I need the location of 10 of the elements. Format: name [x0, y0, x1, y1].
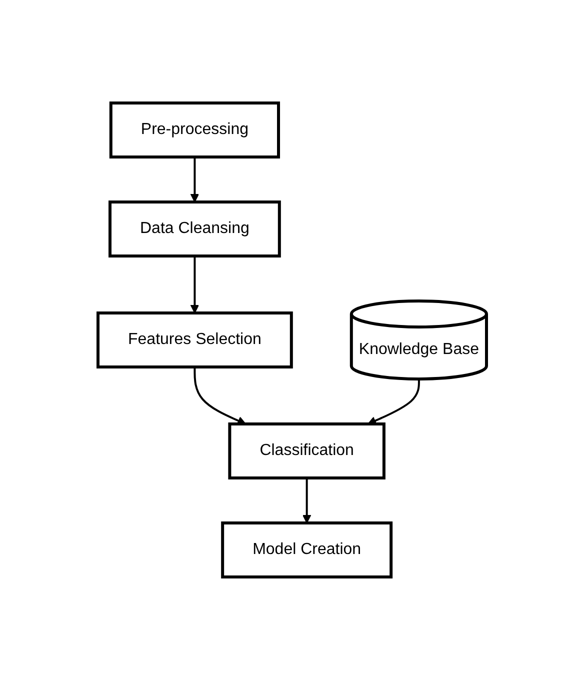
node-box: Data Cleansing [108, 200, 282, 258]
arrow [190, 156, 200, 202]
arrow [190, 256, 200, 313]
node-box: Pre-processing [110, 101, 280, 158]
arrow [194, 366, 246, 424]
node-box: Classification [228, 422, 386, 479]
arrow [368, 378, 420, 424]
node-box: Features Selection [96, 311, 294, 368]
arrow [302, 477, 312, 523]
node-box: Model Creation [221, 520, 393, 578]
